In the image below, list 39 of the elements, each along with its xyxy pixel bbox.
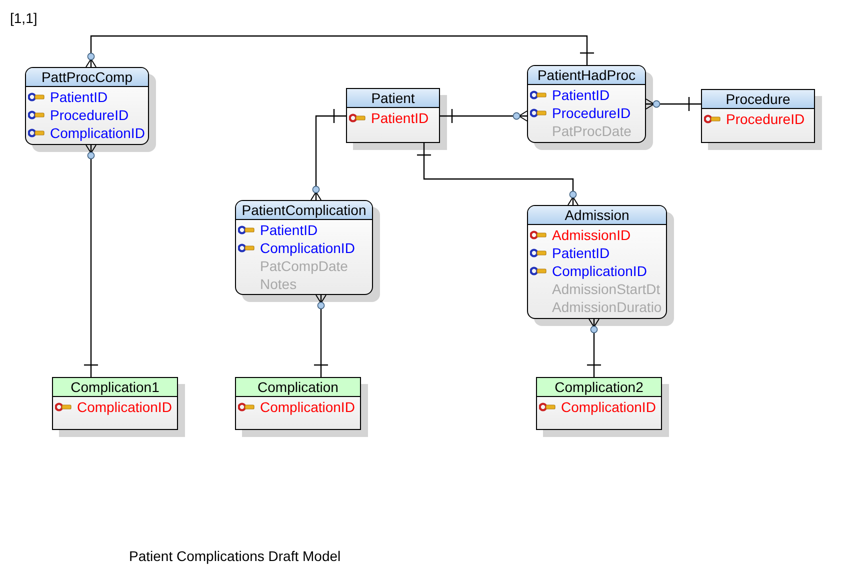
field-name: ComplicationID	[561, 398, 656, 416]
field-name: PatientID	[552, 244, 610, 262]
table-name: PattProcComp	[41, 68, 133, 86]
field-name: ComplicationID	[260, 398, 355, 416]
table-name: PatientComplication	[242, 202, 366, 218]
field-name: PatProcDate	[552, 122, 632, 140]
table-name: Admission	[564, 206, 630, 224]
relationship-line	[440, 108, 528, 124]
table-name: Complication2	[554, 378, 644, 396]
table-name: Patient	[371, 90, 415, 106]
field-name: Notes	[260, 276, 297, 292]
field-name: PatientID	[371, 110, 429, 126]
page-label: [1,1]	[10, 9, 38, 28]
field-name: ProcedureID	[552, 104, 631, 122]
field-name: AdmissionStartDt	[552, 280, 660, 298]
field-name: AdmissionID	[552, 226, 631, 244]
field-name: ComplicationID	[77, 398, 172, 416]
field-name: PatCompDate	[260, 258, 348, 274]
relationship-line	[310, 108, 346, 200]
diagram-caption: Patient Complications Draft Model	[129, 547, 341, 566]
field-name: ProcedureID	[726, 110, 805, 128]
field-name: ComplicationID	[260, 240, 355, 256]
field-name: PatientID	[260, 222, 318, 238]
relationship-line	[416, 143, 578, 206]
field-name: PatientID	[50, 88, 108, 106]
field-name: PatientID	[552, 86, 610, 104]
relationship-line	[646, 96, 701, 112]
table-name: Complication	[258, 378, 338, 396]
field-name: AdmissionDuratio	[552, 298, 662, 316]
field-name: ComplicationID	[50, 124, 145, 142]
relationship-line	[83, 144, 99, 377]
field-name: ComplicationID	[552, 262, 647, 280]
relationship-line	[86, 35, 595, 68]
relationship-line	[313, 294, 329, 377]
field-name: ProcedureID	[50, 106, 129, 124]
table-name: Procedure	[726, 90, 790, 108]
relationship-line	[586, 318, 602, 377]
table-name: Complication1	[70, 378, 160, 396]
table-name: PatientHadProc	[537, 66, 636, 84]
